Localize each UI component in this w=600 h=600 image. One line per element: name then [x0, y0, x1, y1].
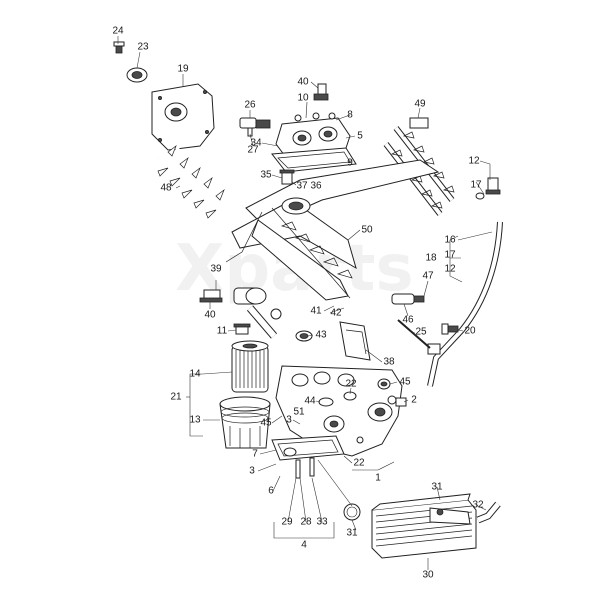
callout-21: 21 [170, 392, 182, 403]
leader-lines [117, 36, 493, 570]
part-cover-19 [151, 83, 215, 151]
callout-43: 43 [315, 330, 327, 341]
callout-41: 41 [310, 306, 322, 317]
callout-18: 18 [425, 253, 437, 264]
callout-38: 38 [383, 357, 395, 368]
callout-2: 2 [411, 395, 417, 406]
part-plug-45 [377, 378, 391, 390]
callout-49: 49 [414, 99, 426, 110]
part-camshaft-48 [157, 138, 248, 228]
part-filter-housing-1 [275, 365, 403, 457]
callout-29: 29 [281, 517, 293, 528]
callout-13: 13 [189, 415, 201, 426]
part-plug-11 [233, 323, 251, 335]
part-hose-fitting-32 [476, 501, 501, 524]
callout-labels: 24 23 19 40 10 8 26 49 5 34 27 9 12 17 3… [112, 26, 484, 581]
callout-17-top: 17 [470, 180, 482, 191]
callout-35: 35 [260, 170, 272, 181]
callout-19: 19 [177, 64, 189, 75]
callout-11: 11 [217, 326, 228, 337]
part-o-ring-31 [343, 503, 361, 521]
part-oil-valve-39 [199, 287, 282, 339]
part-seal-23 [126, 67, 148, 83]
callout-22-lower: 22 [353, 458, 365, 469]
part-gasket-9 [271, 147, 357, 173]
callout-45: 45 [399, 377, 411, 388]
callout-8: 8 [347, 110, 353, 121]
part-filter-cap-13 [219, 396, 271, 449]
part-gasket-6 [271, 435, 345, 461]
callout-16: 16 [444, 235, 456, 246]
callout-30: 30 [422, 570, 434, 581]
callout-7: 7 [252, 449, 258, 460]
part-sensor-26 [239, 117, 271, 137]
part-oil-cooler-30 [371, 493, 477, 559]
part-filter-element-14 [231, 340, 269, 393]
part-sensor-17 [475, 177, 501, 200]
part-stud-28 [295, 457, 315, 479]
part-bolt-24 [113, 41, 125, 54]
part-sensor-40 [313, 83, 329, 101]
callout-50: 50 [361, 225, 373, 236]
callout-23: 23 [137, 42, 149, 53]
callout-31-lower: 31 [346, 528, 358, 539]
callout-24: 24 [112, 26, 124, 37]
callout-40-lower: 40 [204, 310, 216, 321]
part-pressure-switch-46 [391, 293, 425, 305]
callout-27: 27 [247, 145, 259, 156]
callout-42: 42 [330, 308, 342, 319]
callout-33: 33 [316, 517, 328, 528]
callout-1: 1 [375, 473, 381, 484]
callout-12-bottom: 12 [444, 264, 456, 275]
callout-28: 28 [300, 517, 312, 528]
callout-25: 25 [415, 327, 427, 338]
callout-9: 9 [347, 158, 353, 169]
callout-5: 5 [357, 131, 363, 142]
callout-17-bottom: 17 [444, 250, 456, 261]
callout-48: 48 [160, 183, 172, 194]
callout-44: 44 [304, 396, 316, 407]
part-plug-43 [295, 330, 313, 342]
callout-47: 47 [422, 271, 434, 282]
callout-39: 39 [210, 264, 222, 275]
callout-6: 6 [268, 486, 274, 497]
callout-12-top: 12 [468, 156, 480, 167]
callout-14: 14 [189, 369, 201, 380]
part-bolt-20 [441, 323, 459, 335]
callout-3: 3 [286, 415, 292, 426]
callout-45-lower: 45 [260, 418, 272, 429]
callout-46: 46 [402, 315, 414, 326]
callout-26: 26 [244, 100, 256, 111]
callout-3-lower: 3 [249, 466, 255, 477]
part-cylinder-head-50 [225, 159, 440, 301]
part-seal-44 [318, 391, 357, 407]
callout-20: 20 [464, 326, 476, 337]
callout-31: 31 [431, 482, 443, 493]
callout-10: 10 [297, 93, 309, 104]
callout-4: 4 [301, 540, 307, 551]
callout-34: 34 [250, 138, 262, 149]
part-plug-2 [395, 397, 407, 407]
callout-37: 37 [296, 181, 308, 192]
callout-51: 51 [293, 407, 305, 418]
callout-40: 40 [297, 77, 309, 88]
callout-22: 22 [345, 379, 357, 390]
callout-32: 32 [472, 500, 484, 511]
part-bracket-38 [339, 321, 371, 361]
part-fitting-35 [279, 169, 295, 185]
part-dipstick-tube-16 [427, 221, 503, 387]
callout-36: 36 [310, 181, 322, 192]
